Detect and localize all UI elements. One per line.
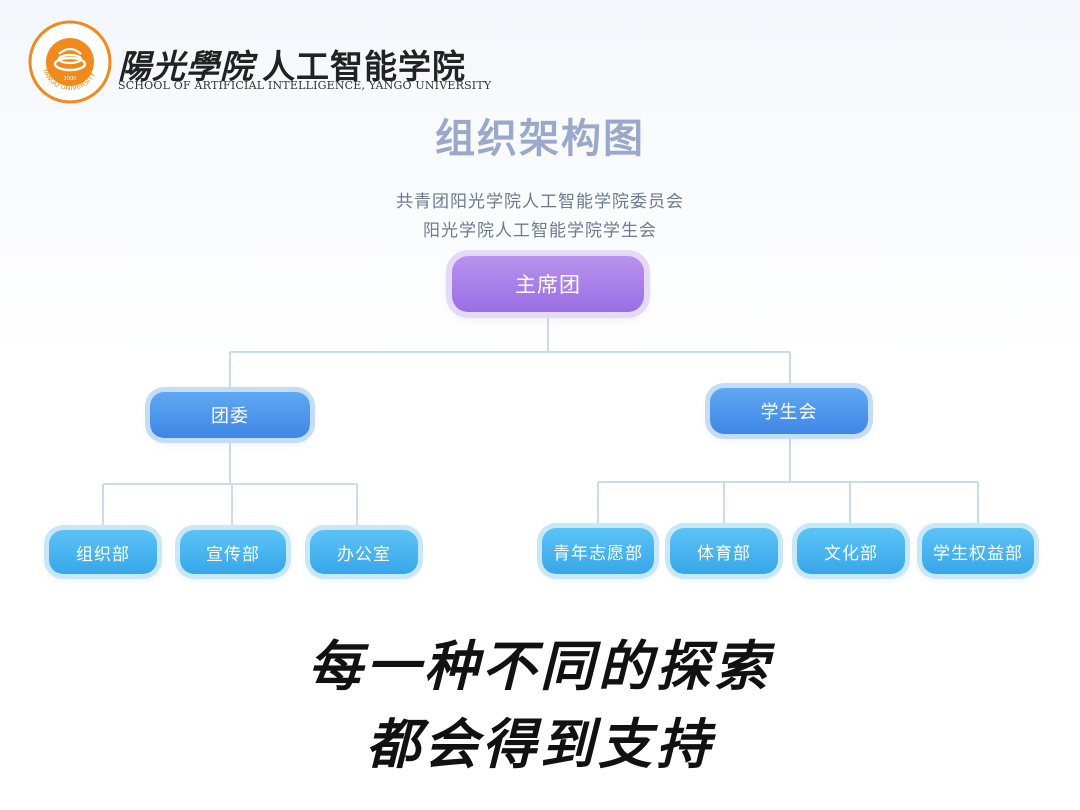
- page-title: 组织架构图: [435, 116, 645, 162]
- logo-year: 2000: [64, 76, 77, 82]
- slogan-line-1: 每一种不同的探索: [308, 634, 772, 698]
- slogan-line-2: 都会得到支持: [366, 712, 714, 776]
- subtitle-student-union: 阳光学院人工智能学院学生会: [423, 221, 657, 241]
- brand-name-script: 陽光學院: [118, 47, 254, 86]
- node-youth-volunteer-dept: 青年志愿部: [542, 528, 654, 574]
- brand-name-rest: 人工智能学院: [262, 47, 466, 86]
- node-student-union: 学生会: [710, 388, 868, 434]
- node-student-rights-dept: 学生权益部: [922, 528, 1034, 574]
- node-presidium: 主席团: [452, 256, 644, 312]
- node-sports-dept: 体育部: [670, 528, 778, 574]
- node-culture-dept: 文化部: [797, 528, 905, 574]
- connector-root: [229, 315, 791, 390]
- node-organization-dept: 组织部: [49, 530, 157, 574]
- node-publicity-dept: 宣传部: [180, 530, 286, 574]
- connector-branch-union: [597, 438, 979, 526]
- brand-name: 陽光學院人工智能学院: [118, 40, 466, 88]
- brand-name-english: SCHOOL OF ARTIFICIAL INTELLIGENCE, YANGO…: [118, 79, 492, 92]
- university-logo: YANGO UNIVERSITY 2000: [28, 20, 112, 104]
- subtitle-league-committee: 共青团阳光学院人工智能学院委员会: [396, 192, 684, 212]
- connector-branch-league: [102, 440, 358, 528]
- node-league-committee: 团委: [150, 392, 310, 438]
- node-office: 办公室: [310, 530, 418, 574]
